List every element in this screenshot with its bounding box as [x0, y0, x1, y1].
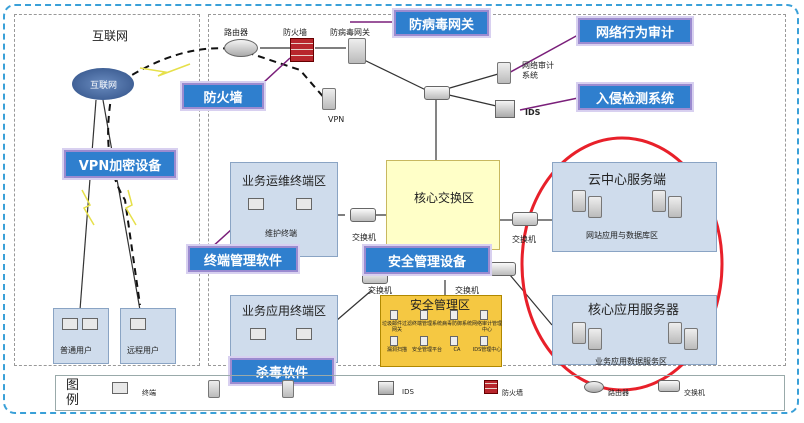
legend-item-router: 路由器 — [608, 389, 629, 397]
legend — [55, 375, 785, 411]
security-item-label: 网络审计管理中心 — [472, 321, 503, 333]
security-item-label: 病毒防御系统 — [442, 321, 473, 327]
vpn-device-icon — [322, 88, 336, 110]
app-db-label: 业务应用数据服务区 — [595, 357, 667, 366]
firewall-icon — [290, 38, 314, 62]
security-item-label: 漏洞扫描 — [386, 347, 407, 353]
switch-icon — [490, 262, 516, 276]
legend-title: 图例 — [66, 378, 80, 408]
server-icon — [652, 190, 666, 212]
switch-label: 交换机 — [455, 286, 479, 295]
server-icon — [668, 322, 682, 344]
core-switch-title: 核心交换区 — [413, 191, 474, 205]
highlight-ellipse — [520, 136, 724, 392]
callout-firewall: 防火墙 — [182, 83, 264, 109]
security-item-icon — [450, 336, 458, 346]
callout-antivirus-gateway: 防病毒网关 — [394, 10, 489, 36]
switch-icon — [350, 208, 376, 222]
security-item-icon — [420, 336, 428, 346]
legend-item-firewall: 防火墙 — [502, 389, 523, 397]
remote-user-zone — [120, 308, 176, 364]
legend-terminal-icon — [112, 382, 128, 394]
ids-icon — [495, 100, 515, 118]
terminal-icon — [130, 318, 146, 330]
switch-label: 交换机 — [368, 286, 392, 295]
top-switch-icon — [424, 86, 450, 100]
security-item-icon — [390, 310, 398, 320]
ordinary-user-label: 普通用户 — [60, 346, 92, 355]
security-item-icon — [450, 310, 458, 320]
switch-label: 交换机 — [352, 233, 376, 242]
website-db-label: 网站应用与数据库区 — [586, 231, 658, 240]
terminal-icon — [296, 198, 312, 210]
server-icon — [572, 322, 586, 344]
security-mgmt-title: 安全管理区 — [410, 298, 471, 312]
switch-icon — [512, 212, 538, 226]
server-icon — [588, 196, 602, 218]
legend-firewall-icon — [484, 380, 498, 394]
diagram-frame — [3, 4, 799, 414]
legend-server-icon — [208, 380, 220, 398]
ops-terminal-title: 业务运维终端区 — [242, 174, 327, 188]
firewall-label: 防火墙 — [283, 28, 307, 37]
core-app-title: 核心应用服务器 — [588, 303, 680, 318]
security-item-label: 安全管理平台 — [412, 347, 443, 353]
terminal-icon — [248, 198, 264, 210]
cloud-service-title: 云中心服务端 — [588, 173, 667, 188]
legend-item-terminal: 终端 — [142, 389, 156, 397]
security-item-icon — [420, 310, 428, 320]
terminal-icon — [62, 318, 78, 330]
callout-terminal-mgmt: 终端管理软件 — [188, 246, 298, 272]
legend-item-ids: IDS — [402, 388, 414, 396]
maint-terminal-label: 维护终端 — [265, 229, 297, 238]
terminal-icon — [250, 328, 266, 340]
legend-gateway-icon — [282, 380, 294, 398]
security-items-grid: 垃圾邮件过滤网关终端管理系统病毒防御系统网络审计管理中心漏洞扫描安全管理平台 CA… — [382, 310, 502, 366]
router-icon — [224, 39, 258, 57]
server-icon — [684, 328, 698, 350]
security-item-icon — [480, 310, 488, 320]
internet-zone-title: 互联网 — [92, 29, 129, 43]
legend-item-switch: 交换机 — [684, 389, 705, 397]
security-item-label: 垃圾邮件过滤网关 — [382, 321, 413, 333]
cloud-icon — [72, 68, 134, 100]
security-mgmt-zone — [380, 295, 502, 367]
net-audit-label: 网络审计系统 — [522, 61, 554, 80]
switch-label: 交换机 — [512, 235, 536, 244]
net-audit-icon — [497, 62, 511, 84]
app-terminal-zone — [230, 295, 338, 363]
internet-zone — [14, 14, 200, 366]
app-terminal-title: 业务应用终端区 — [242, 304, 327, 318]
security-item-label: 终端管理系统 — [412, 321, 443, 327]
callout-intrusion-detection: 入侵检测系统 — [578, 84, 692, 110]
antivirus-gateway-label: 防病毒网关 — [330, 28, 370, 37]
legend-router-icon — [584, 381, 604, 393]
callout-vpn-encrypt: VPN加密设备 — [64, 150, 176, 178]
antivirus-gateway-icon — [348, 38, 366, 64]
security-item-label: IDS管理中心 — [472, 347, 502, 353]
ordinary-user-zone — [53, 308, 109, 364]
server-icon — [572, 190, 586, 212]
terminal-icon — [296, 328, 312, 340]
router-label: 路由器 — [224, 28, 248, 37]
callout-antivirus-software: 杀毒软件 — [230, 358, 334, 384]
security-item-icon — [480, 336, 488, 346]
terminal-icon — [82, 318, 98, 330]
callout-network-audit: 网络行为审计 — [578, 18, 692, 44]
remote-user-label: 远程用户 — [127, 346, 159, 355]
legend-switch-icon — [658, 380, 680, 392]
server-icon — [668, 196, 682, 218]
legend-ids-icon — [378, 381, 394, 395]
vpn-label: VPN — [328, 115, 345, 124]
security-item-label: CA — [453, 347, 461, 353]
server-icon — [588, 328, 602, 350]
cloud-label: 互联网 — [90, 81, 118, 91]
ids-label: IDS — [525, 108, 541, 117]
callout-security-device: 安全管理设备 — [364, 246, 490, 274]
security-item-icon — [390, 336, 398, 346]
